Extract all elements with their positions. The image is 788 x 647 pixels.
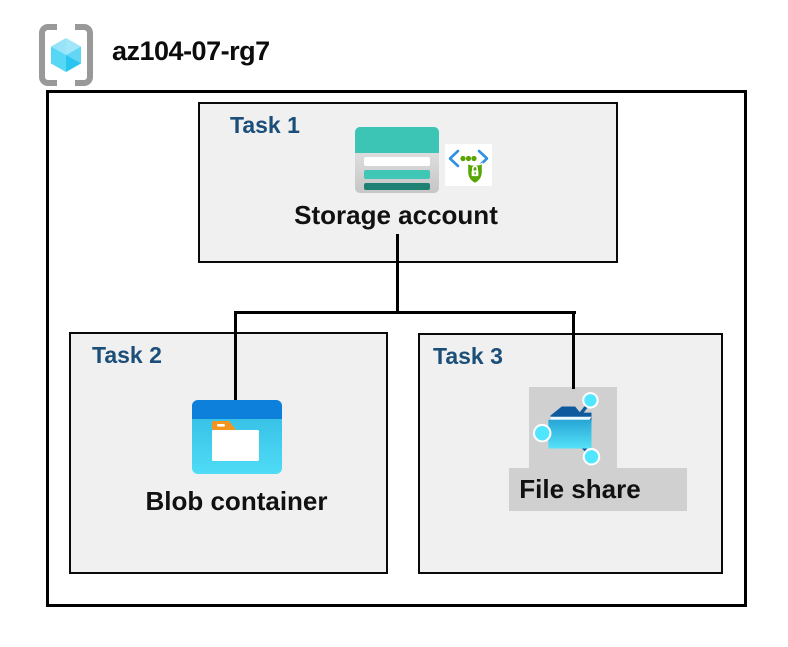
resource-group-icon	[39, 24, 93, 86]
task1-label: Task 1	[230, 112, 300, 138]
task1-box: Task 1 Storage	[198, 102, 618, 263]
connector-to-blob-container	[234, 311, 237, 400]
task3-caption: File share	[519, 474, 641, 504]
task2-label: Task 2	[92, 342, 162, 368]
task2-caption: Blob container	[145, 486, 328, 516]
file-share-label-block: File share	[509, 468, 687, 511]
connector-to-file-share	[572, 311, 575, 389]
resource-group-title: az104-07-rg7	[112, 36, 270, 66]
task1-caption: Storage account	[294, 200, 498, 230]
connector-horizontal	[234, 311, 576, 314]
storage-account-icon	[355, 127, 439, 193]
task3-label: Task 3	[433, 343, 503, 369]
connector-storage-stem	[396, 234, 399, 314]
secure-access-icon	[445, 144, 492, 186]
resource-group-boundary	[46, 90, 747, 607]
file-share-icon	[532, 392, 601, 466]
blob-container-icon	[192, 400, 282, 474]
task3-box: Task 3 File share	[418, 333, 723, 574]
task2-box: Task 2 Blob container	[69, 332, 388, 574]
